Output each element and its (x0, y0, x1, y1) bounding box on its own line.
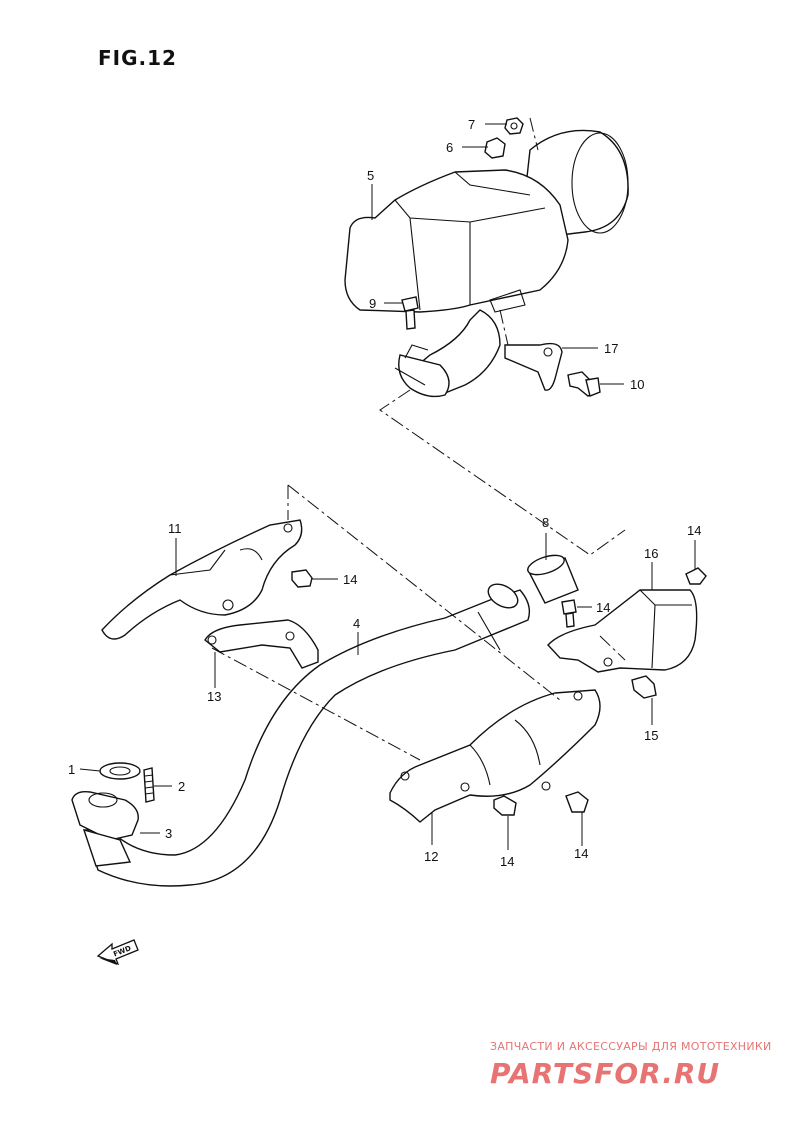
bolt-14-c (561, 599, 577, 628)
callout-15: 15 (644, 728, 658, 743)
callout-14-c: 14 (596, 600, 610, 615)
callout-14-a: 14 (343, 572, 357, 587)
heat-shield-11 (101, 519, 303, 640)
callout-11: 11 (168, 521, 182, 536)
bolt-15 (631, 675, 657, 699)
heat-shield-16 (547, 589, 698, 673)
callout-13: 13 (207, 689, 221, 704)
gasket-1 (99, 762, 141, 780)
callout-4: 4 (353, 616, 360, 631)
assembly-lines (211, 117, 626, 761)
figure-title: FIG.12 (98, 46, 177, 70)
bracket-17 (504, 342, 563, 391)
callout-17: 17 (604, 341, 618, 356)
callout-16: 16 (644, 546, 658, 561)
callout-1: 1 (68, 762, 75, 777)
bolt-14-d (493, 795, 517, 816)
muffler (344, 129, 629, 398)
callout-3: 3 (165, 826, 172, 841)
bolt-9 (401, 296, 419, 330)
leader-lines (79, 123, 696, 850)
forward-direction-arrow-icon: FWD (96, 939, 139, 966)
callout-8: 8 (542, 515, 549, 530)
joint-pipe-8 (527, 554, 579, 604)
nut-6 (484, 137, 506, 159)
bolt-10 (567, 371, 601, 397)
flange-3 (71, 790, 139, 867)
callout-7: 7 (468, 117, 475, 132)
exhaust-pipe-4 (84, 583, 531, 887)
callout-10: 10 (630, 377, 644, 392)
callout-labels: 1 2 3 4 5 6 7 8 9 10 11 12 13 14 14 14 1… (68, 117, 701, 869)
callout-6: 6 (446, 140, 453, 155)
watermark-logo: PARTSFOR.RU (490, 1057, 720, 1090)
stud-2 (143, 767, 155, 803)
bolt-14-b (685, 567, 707, 585)
bracket-13 (204, 619, 319, 669)
callout-2: 2 (178, 779, 185, 794)
callout-14-d: 14 (500, 854, 514, 869)
bolt-14-a (291, 569, 313, 588)
heat-shield-12 (389, 689, 601, 823)
callout-14-b: 14 (687, 523, 701, 538)
watermark-subtitle: ЗАПЧАСТИ И АКСЕССУАРЫ ДЛЯ МОТОТЕХНИКИ (490, 1040, 772, 1053)
watermark: ЗАПЧАСТИ И АКСЕССУАРЫ ДЛЯ МОТОТЕХНИКИ PA… (490, 1040, 772, 1090)
callout-14-e: 14 (574, 846, 588, 861)
callout-9: 9 (369, 296, 376, 311)
callout-12: 12 (424, 849, 438, 864)
nut-7 (504, 117, 524, 135)
bolt-14-e (565, 791, 589, 813)
callout-5: 5 (367, 168, 374, 183)
